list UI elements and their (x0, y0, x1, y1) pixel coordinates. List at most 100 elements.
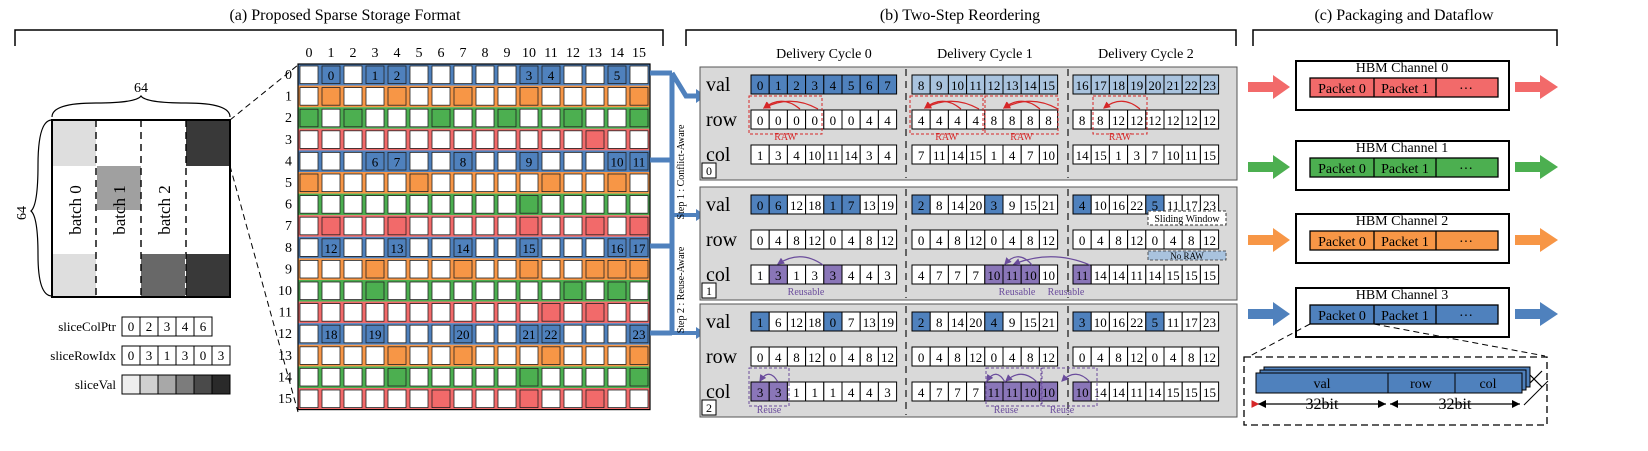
seq-cell-value: 3 (830, 268, 837, 283)
seq-cell-value: 5 (1152, 198, 1159, 213)
array-cell (211, 345, 231, 366)
seq-cell-value: 8 (1027, 233, 1034, 248)
grid-cell (299, 367, 319, 387)
seq-cell-value: 7 (848, 315, 855, 330)
grid-cell (343, 238, 363, 257)
seq-cell-value: 14 (845, 148, 859, 163)
grid-cell (453, 281, 473, 301)
seq-cell-value: 12 (1203, 233, 1216, 248)
grid-cell (321, 87, 341, 106)
seq-cell-value: 2 (793, 78, 800, 93)
detail-field-val: val (1313, 377, 1330, 392)
seq-cell-value: 17 (1185, 315, 1199, 330)
grid-cell (299, 151, 319, 171)
grid-cell (409, 108, 429, 128)
seq-cell-value: 7 (954, 268, 961, 283)
grid-row-header: 6 (285, 198, 292, 213)
panel-index: 2 (706, 401, 712, 415)
grid-cell (607, 195, 627, 214)
grid-cell (475, 259, 495, 279)
seq-cell (1199, 311, 1220, 332)
channel-packet-bar-2 (1309, 230, 1499, 251)
grid-cell (607, 389, 627, 409)
seq-cell-value: 15 (1167, 385, 1180, 400)
seq-cell-value: 1 (991, 148, 998, 163)
grid-cell (365, 303, 385, 322)
grid-cell (299, 238, 319, 257)
grid-cell (409, 367, 429, 387)
row-label-col: col (706, 264, 731, 286)
grid-cell (409, 87, 429, 106)
grid-cell (321, 389, 341, 409)
seq-cell-value: 7 (954, 385, 961, 400)
channel-title-1: HBM Channel 1 (1356, 141, 1449, 156)
raw-arrow-3 (923, 100, 980, 110)
grid-cell (563, 151, 583, 171)
grid-cell (497, 367, 517, 387)
grid-cell (475, 173, 495, 193)
seq-cell-value: 0 (757, 233, 764, 248)
array-cell-value: 4 (182, 319, 189, 334)
array-cell-value: 2 (146, 319, 153, 334)
seq-cell-value: 16 (1112, 315, 1126, 330)
section-a-title: (a) Proposed Sparse Storage Format (229, 7, 461, 24)
grid-cell (519, 367, 539, 387)
seq-cell-value: 6 (775, 315, 782, 330)
section-a-bracket (14, 29, 664, 46)
grid-cell-value: 0 (328, 68, 335, 83)
seq-cell-value: 0 (918, 233, 925, 248)
seq-cell-value: 20 (969, 198, 982, 213)
reuse-arrow-2 (1005, 373, 1038, 383)
grid-cell (387, 216, 407, 236)
grid-cell (431, 324, 451, 344)
seq-cell-value: 9 (936, 78, 943, 93)
grid-cell (519, 238, 539, 257)
grid-row-header: 3 (285, 133, 292, 148)
seq-cell-value: 10 (1042, 385, 1055, 400)
seq-cell-value: 8 (991, 113, 998, 128)
reuse-box-0 (748, 367, 790, 407)
reusable-arrow-1 (1004, 256, 1033, 266)
grid-cell (475, 87, 495, 106)
seq-cell-value: 8 (793, 350, 800, 365)
grid-cell (321, 130, 341, 149)
grid-cell-value: 19 (369, 327, 382, 342)
seq-cell-value: 14 (1094, 385, 1108, 400)
grid-col-header: 5 (416, 46, 423, 61)
grid-cell (629, 216, 649, 236)
grid-cell (497, 389, 517, 409)
seq-cell-value: 4 (793, 148, 800, 163)
seq-cell-value: 10 (1076, 385, 1089, 400)
cut-line (1523, 380, 1549, 406)
grid-cell (541, 108, 561, 128)
grid-cell (453, 108, 473, 128)
seq-cell (1038, 264, 1059, 285)
seq-cell-value: 22 (1185, 78, 1198, 93)
seq-cell-value: 12 (881, 350, 894, 365)
grid-cell (541, 389, 561, 409)
grid-col-header: 6 (438, 46, 445, 61)
grid-cell (343, 389, 363, 409)
seq-cell (1199, 264, 1220, 285)
cycle-header-2: Delivery Cycle 2 (1098, 47, 1194, 62)
scissors-icon (1529, 370, 1543, 388)
seq-cell-value: 7 (918, 148, 925, 163)
grid-cell (585, 367, 605, 387)
grid-row-header: 7 (285, 219, 292, 234)
packet-0-label: Packet 0 (1318, 309, 1366, 324)
seq-cell-value: 11 (1167, 315, 1180, 330)
grid-cell (321, 346, 341, 365)
array-cell-value: 3 (164, 319, 171, 334)
grid-cell-value: 9 (526, 154, 533, 169)
seq-cell (1199, 346, 1220, 367)
panel-index: 0 (706, 164, 712, 178)
seq-cell-value: 0 (830, 315, 837, 330)
grid-cell (365, 65, 385, 85)
grid-cell (321, 303, 341, 322)
seq-cell (877, 74, 898, 95)
grid-row-band (298, 388, 650, 410)
grid-cell (387, 303, 407, 322)
seq-cell-value: 12 (1042, 350, 1055, 365)
grid-cell (475, 216, 495, 236)
seq-cell-value: 8 (1045, 113, 1052, 128)
